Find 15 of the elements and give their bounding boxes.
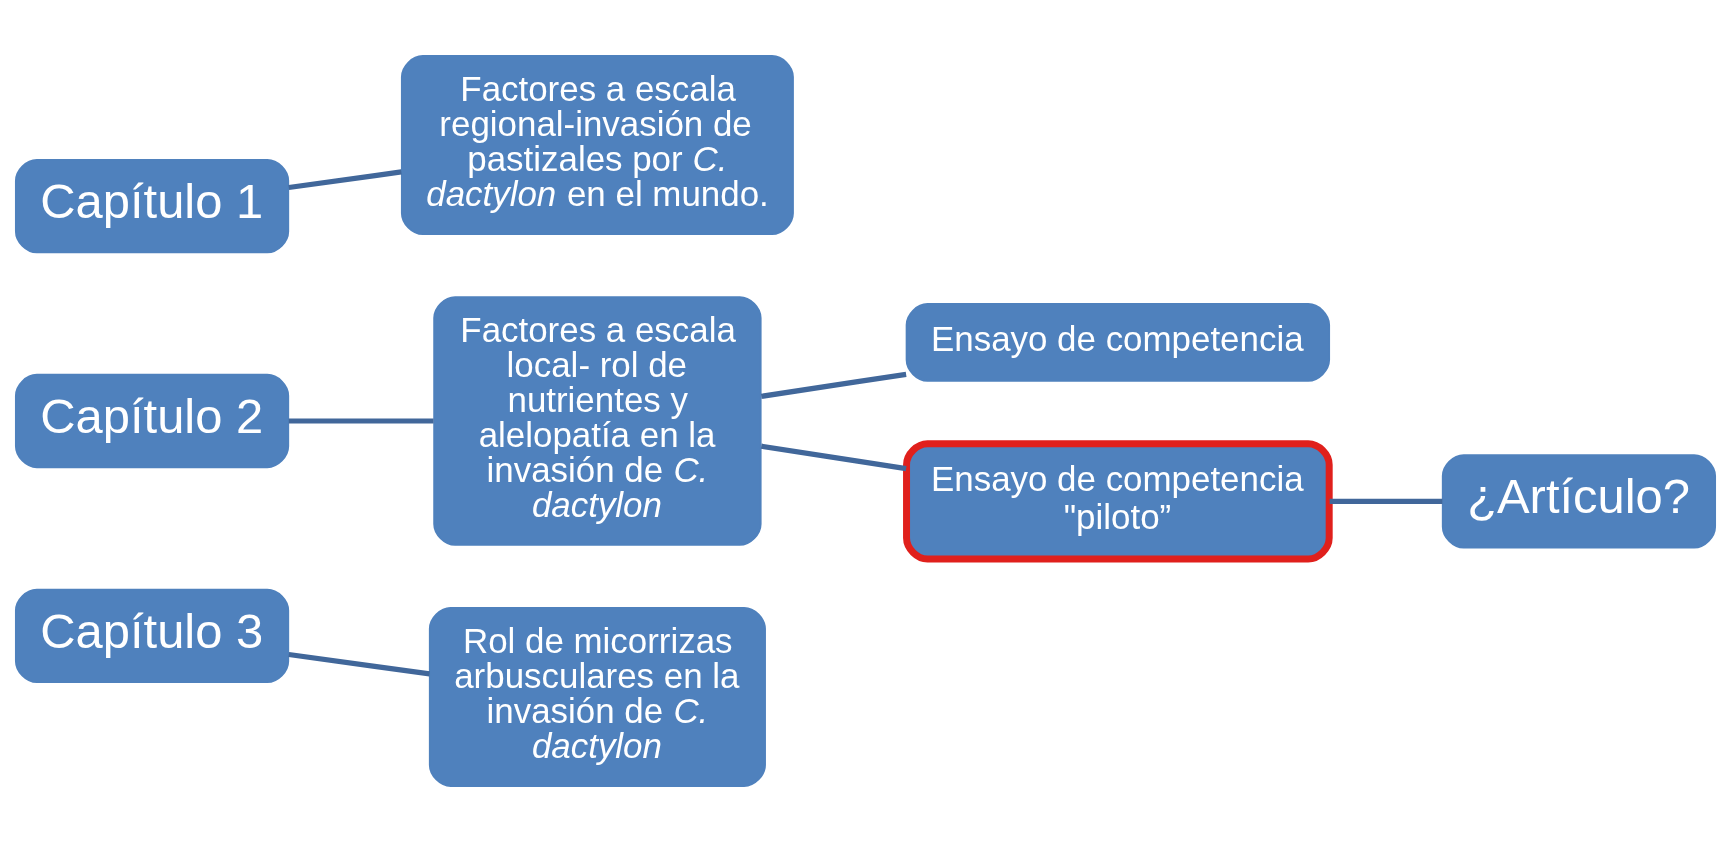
connector (760, 371, 907, 399)
connector (288, 418, 434, 424)
connector (288, 169, 402, 191)
node-box: Capítulo 1 (14, 159, 290, 254)
node-box: Factores a escala local- rol de nutrientes y alelopatía en la invasión de C. dactylon (433, 296, 762, 546)
node-box: Factores a escala regional-invasión de pastizales por C. dactylon en el mundo. (400, 55, 794, 235)
connector (760, 443, 907, 472)
node-box: Rol de micorrizas arbusculares en la invasión de C. dactylon (428, 607, 766, 787)
node-box: Ensayo de competencia "piloto” (903, 440, 1333, 563)
connector (288, 651, 430, 677)
connector (1329, 498, 1443, 504)
node-box: ¿Artículo? (1441, 454, 1717, 549)
node-box: Capítulo 2 (14, 373, 290, 469)
node-box: Ensayo de competencia (905, 303, 1331, 382)
node-box: Capítulo 3 (14, 588, 290, 683)
